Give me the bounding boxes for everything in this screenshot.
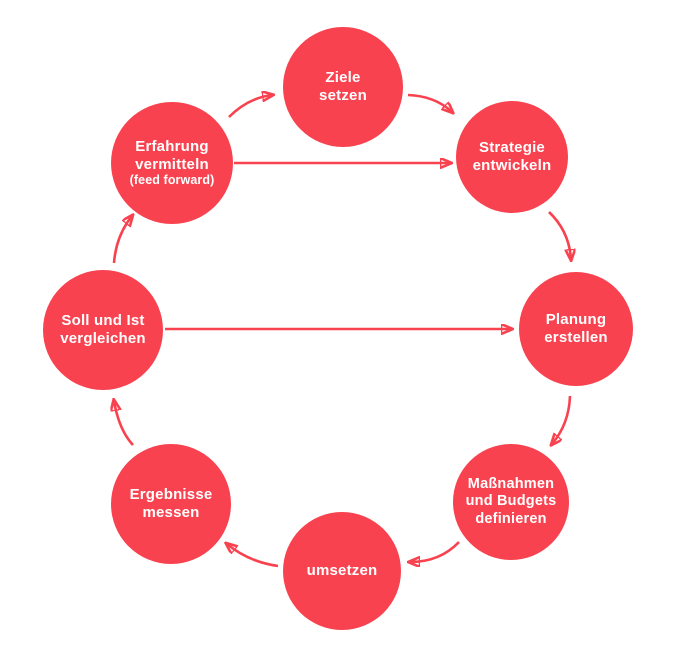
node-label: Strategie entwickeln (472, 139, 552, 174)
node-ziele-setzen: Ziele setzen (283, 27, 403, 147)
node-ergebnisse-messen: Ergebnisse messen (111, 444, 231, 564)
node-label: Planung erstellen (544, 311, 608, 346)
arrow-erfahrung-to-ziele (228, 95, 272, 118)
arrow-planung-to-massnahmen (552, 395, 572, 444)
arrow-soll-to-erfahrung (112, 216, 132, 264)
node-soll-und-ist-vergleichen: Soll und Ist vergleichen (43, 270, 163, 390)
node-erfahrung-vermitteln: Erfahrung vermitteln (feed forward) (111, 102, 233, 224)
node-strategie-entwickeln: Strategie entwickeln (456, 101, 568, 213)
arrow-umsetzen-to-ergebnisse (227, 544, 279, 568)
node-label: umsetzen (306, 562, 378, 580)
node-massnahmen-und-budgets-definieren: Maßnahmen und Budgets definieren (453, 444, 569, 560)
arrow-ergebnisse-to-soll (114, 401, 134, 446)
node-sublabel: (feed forward) (129, 173, 215, 188)
node-label: Maßnahmen und Budgets definieren (465, 476, 557, 527)
arrow-ziele-to-strategie (407, 93, 452, 112)
node-label: Ziele setzen (319, 69, 367, 104)
node-umsetzen: umsetzen (283, 512, 401, 630)
node-planung-erstellen: Planung erstellen (519, 272, 633, 386)
node-label: Ergebnisse messen (129, 486, 213, 521)
node-label: Erfahrung vermitteln (135, 137, 209, 173)
arrow-massnahmen-to-umsetzen (410, 541, 460, 562)
arrow-strategie-to-planung (548, 211, 571, 259)
node-label: Soll und Ist vergleichen (60, 312, 146, 347)
